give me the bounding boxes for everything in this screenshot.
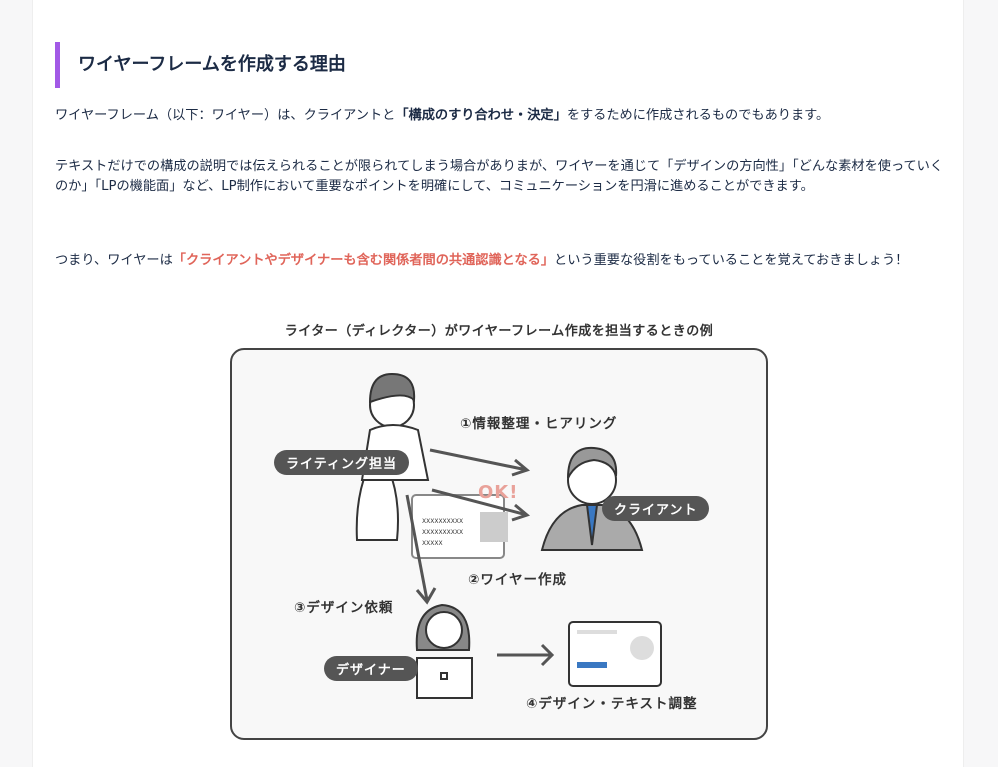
step-3-label: ③デザイン依頼 [294, 600, 394, 616]
arrow-1 [429, 448, 531, 477]
text: つまり、ワイヤーは [55, 253, 173, 268]
arrow-2 [431, 488, 531, 522]
section-heading: ワイヤーフレームを作成する理由 [55, 42, 346, 88]
wire-line: XXXXXXXXXX [422, 518, 464, 525]
wire-line: XXXXX [422, 540, 443, 547]
highlight-text: 「クライアントやデザイナーも含む関係者間の共通認識となる」 [172, 253, 555, 268]
ok-text: OK! [478, 482, 519, 503]
text: という重要な役割をもっていることを覚えておきましょう！ [554, 253, 909, 268]
wire-line: XXXXXXXXXX [422, 529, 464, 536]
arrow-3 [405, 494, 437, 605]
bold-text: 「構成のすり合わせ・決定」 [395, 108, 567, 123]
paragraph-3: つまり、ワイヤーは「クライアントやデザイナーも含む関係者間の共通認識となる」とい… [55, 251, 945, 271]
paragraph-2: テキストだけでの構成の説明では伝えられることが限られてしまう場合がありまが、ワイ… [55, 159, 944, 194]
text: をするために作成されるものでもあります。 [566, 108, 830, 123]
wireframe-text: XXXXXXXXXX XXXXXXXXXX XXXXX [422, 516, 463, 549]
paragraph-1: ワイヤーフレーム（以下：ワイヤー）は、クライアントと「構成のすり合わせ・決定」を… [55, 106, 945, 126]
step-4-label: ④デザイン・テキスト調整 [526, 696, 698, 712]
flow-arrows [405, 448, 555, 667]
illustration-graphics [355, 372, 662, 699]
designer-badge: デザイナー [324, 656, 418, 681]
step-2-label: ②ワイヤー作成 [468, 572, 568, 588]
step-1-label: ①情報整理・ヒアリング [460, 416, 618, 432]
article-card: ワイヤーフレームを作成する理由 ワイヤーフレーム（以下：ワイヤー）は、クライアン… [32, 0, 964, 767]
arrow-4 [497, 643, 555, 667]
client-badge: クライアント [602, 496, 710, 521]
workflow-illustration: ①情報整理・ヒアリング ②ワイヤー作成 ③デザイン依頼 ④デザイン・テキスト調整… [230, 348, 768, 740]
text: ワイヤーフレーム（以下：ワイヤー）は、クライアントと [55, 108, 396, 123]
writer-body [355, 469, 399, 541]
figure-caption: ライター（ディレクター）がワイヤーフレーム作成を担当するときの例 [284, 324, 714, 339]
writer-badge: ライティング担当 [274, 450, 409, 475]
designer-head-icon [425, 611, 463, 649]
